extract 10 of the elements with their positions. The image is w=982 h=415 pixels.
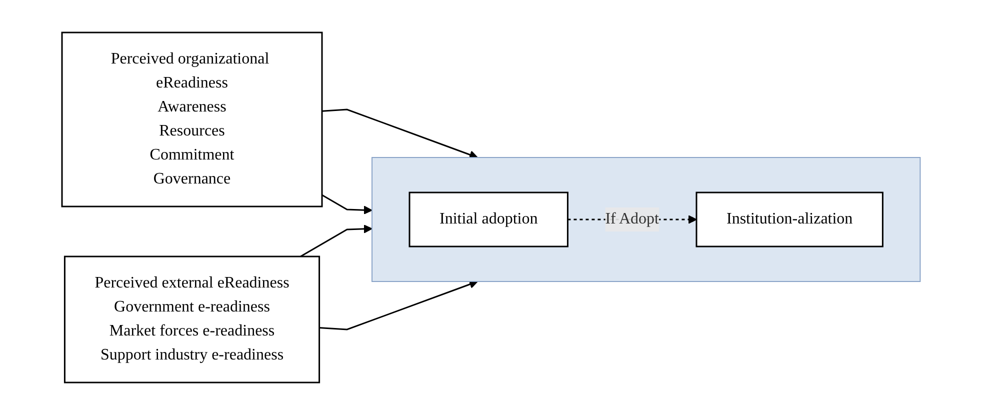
cluster <box>371 157 921 282</box>
arrow <box>322 194 372 214</box>
arrow <box>300 224 372 258</box>
node-box: Institution-alization <box>696 192 884 248</box>
edge-label: If Adopt <box>605 210 659 228</box>
arrow <box>319 280 478 330</box>
node-box: Initial adoption <box>408 192 568 248</box>
node-box: Perceived organizational eReadiness Awareness Resources Commitment Governance <box>61 32 323 208</box>
node-box: Perceived external eReadiness Government e-readiness Market forces e-readiness Support industry e-readiness <box>64 256 320 384</box>
arrow <box>322 108 478 159</box>
